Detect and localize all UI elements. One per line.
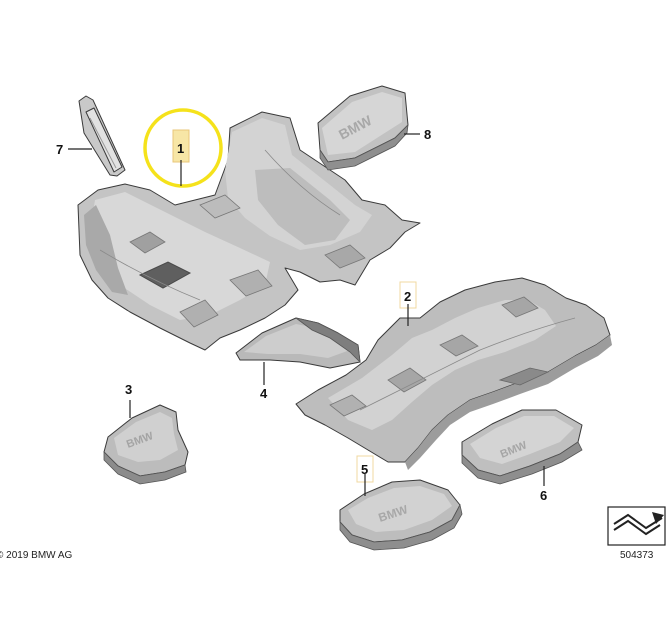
part-1-front-floor-covering bbox=[77, 111, 421, 351]
part-3-mat: BMW bbox=[103, 404, 189, 485]
callout-4[interactable]: 4 bbox=[260, 386, 268, 401]
part-2-rear-floor-covering bbox=[295, 277, 612, 470]
callout-5[interactable]: 5 bbox=[361, 462, 368, 477]
callout-8[interactable]: 8 bbox=[424, 127, 431, 142]
callout-2[interactable]: 2 bbox=[404, 289, 411, 304]
callout-1[interactable]: 1 bbox=[177, 141, 184, 156]
part-4-mat bbox=[235, 317, 361, 369]
part-6-mat: BMW bbox=[461, 409, 583, 485]
callout-3[interactable]: 3 bbox=[125, 382, 132, 397]
return-arrow-icon[interactable] bbox=[607, 506, 666, 546]
callout-6[interactable]: 6 bbox=[540, 488, 547, 503]
highlight-circle bbox=[143, 108, 223, 188]
part-7-trim-strip bbox=[78, 95, 126, 177]
callout-7[interactable]: 7 bbox=[56, 142, 63, 157]
copyright-text: © 2019 BMW AG bbox=[0, 550, 73, 561]
diagram-number: 504373 bbox=[620, 550, 654, 561]
part-8-footwell-mat: BMW bbox=[317, 85, 409, 171]
part-5-mat: BMW bbox=[339, 479, 463, 551]
